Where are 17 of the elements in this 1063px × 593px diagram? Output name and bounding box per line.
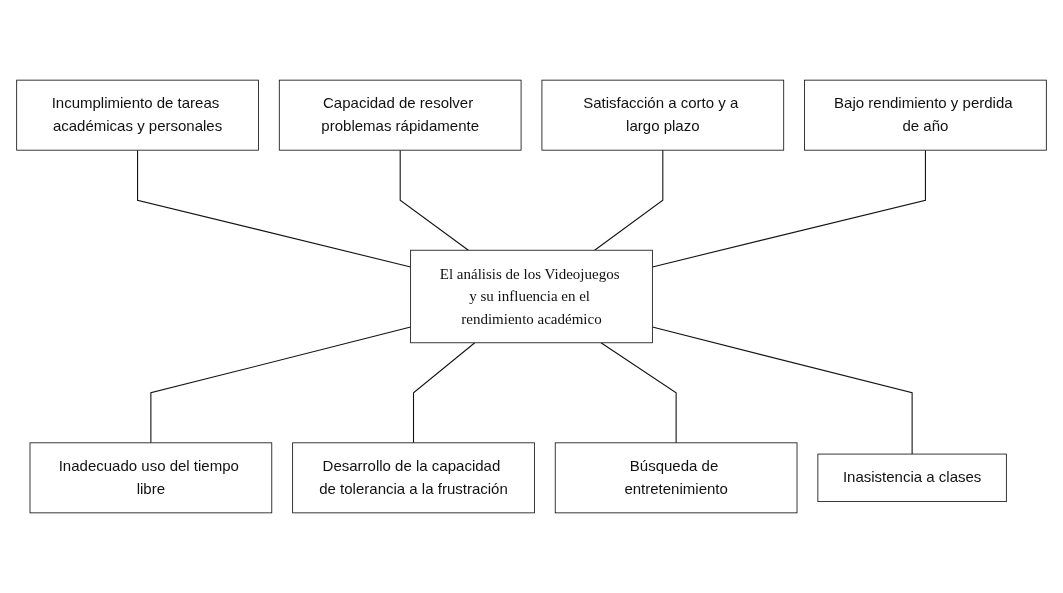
connector bbox=[150, 326, 412, 444]
connector bbox=[651, 326, 913, 455]
connector bbox=[399, 149, 469, 251]
connector bbox=[137, 149, 412, 268]
node-box: Incumplimiento de tareas académicas y personales bbox=[16, 79, 259, 151]
connector bbox=[412, 342, 476, 444]
connector bbox=[651, 149, 926, 268]
node-box: Capacidad de resolver problemas rápidamente bbox=[278, 79, 522, 151]
node-box: Inadecuado uso del tiempo libre bbox=[29, 442, 273, 514]
node-box: Bajo rendimiento y perdida de año bbox=[804, 79, 1047, 151]
node-box: Búsqueda de entretenimiento bbox=[554, 442, 798, 514]
node-box: Desarrollo de la capacidad de tolerancia a la frustración bbox=[292, 442, 535, 514]
node-box: El análisis de los Videojuegos y su influencia en el rendimiento académico bbox=[410, 249, 653, 344]
connector bbox=[600, 342, 677, 444]
connector bbox=[594, 149, 664, 251]
node-box: Inasistencia a clases bbox=[817, 453, 1007, 502]
node-box: Satisfacción a corto y a largo plazo bbox=[541, 79, 785, 151]
